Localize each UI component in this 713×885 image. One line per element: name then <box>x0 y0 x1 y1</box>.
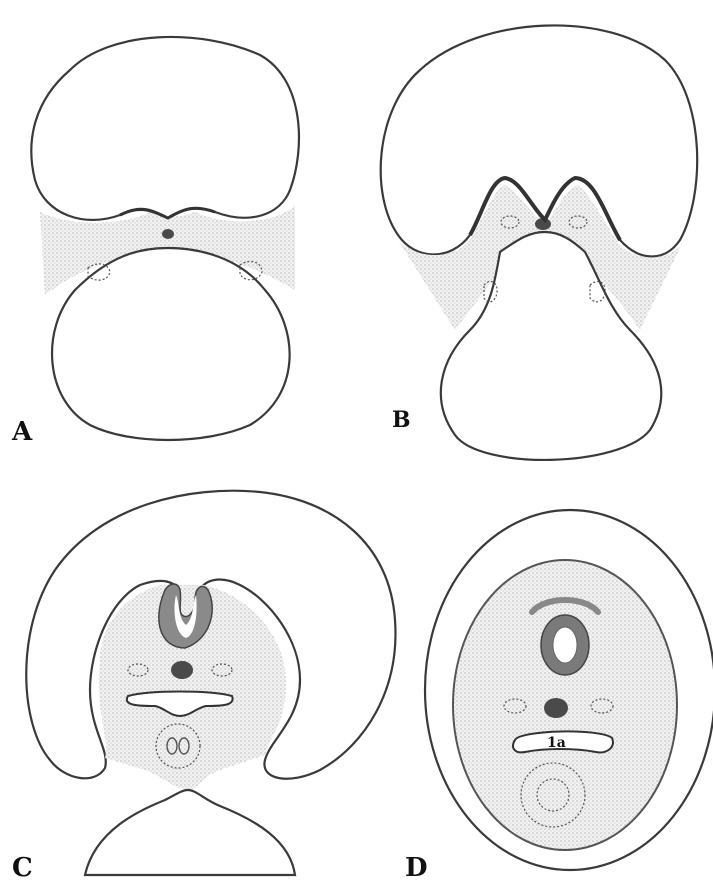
panel-c: C <box>12 491 395 883</box>
panel-d-structure-label: 1a <box>547 735 566 751</box>
panel-d-neural-lumen <box>553 627 577 663</box>
panel-a-label: A <box>11 417 33 447</box>
panel-a-upper-cavity <box>31 37 299 220</box>
panel-a: A <box>11 37 299 447</box>
panel-d-notochord <box>544 698 568 718</box>
panel-a-notochord <box>162 229 174 239</box>
panel-d-label: D <box>405 853 428 883</box>
panel-d: 1a D <box>405 510 713 883</box>
panel-c-yolk-sac <box>85 790 295 875</box>
panel-b: B <box>381 25 698 460</box>
panel-a-lower-cavity <box>52 248 290 440</box>
panel-c-label: C <box>12 853 33 883</box>
panel-c-notochord <box>171 661 193 679</box>
panel-b-label: B <box>392 407 411 433</box>
